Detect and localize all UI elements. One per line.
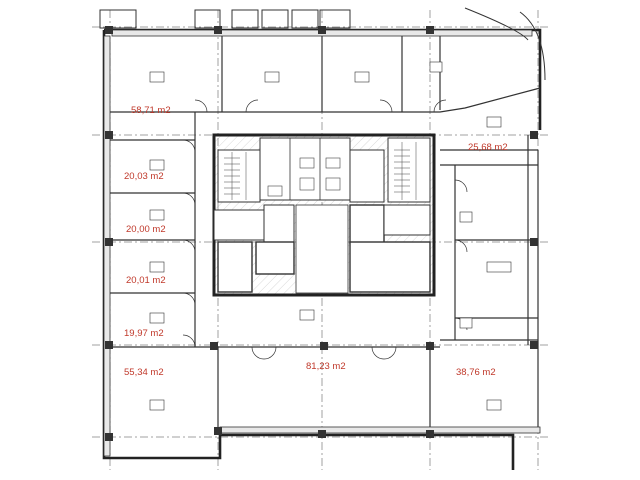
area-label-office-se: 38,76 m2: [456, 367, 496, 378]
area-label-office-w3: 20,01 m2: [126, 275, 166, 286]
core: [212, 133, 436, 297]
area-label-office-nw: 58,71 m2: [131, 105, 171, 116]
room-tags: [149, 61, 512, 411]
partition-walls: [110, 36, 541, 427]
area-label-office-w2: 20,00 m2: [126, 224, 166, 235]
area-label-office-w4: 19,97 m2: [124, 328, 164, 339]
area-label-office-sw: 55,34 m2: [124, 367, 164, 378]
structural-columns: [105, 26, 538, 441]
area-label-office-ne: 25,68 m2: [468, 142, 508, 153]
area-label-open-space-s: 81,23 m2: [306, 361, 346, 372]
door-swings: [182, 99, 468, 360]
top-rooms: [99, 9, 351, 29]
area-label-office-w1: 20,03 m2: [124, 171, 164, 182]
